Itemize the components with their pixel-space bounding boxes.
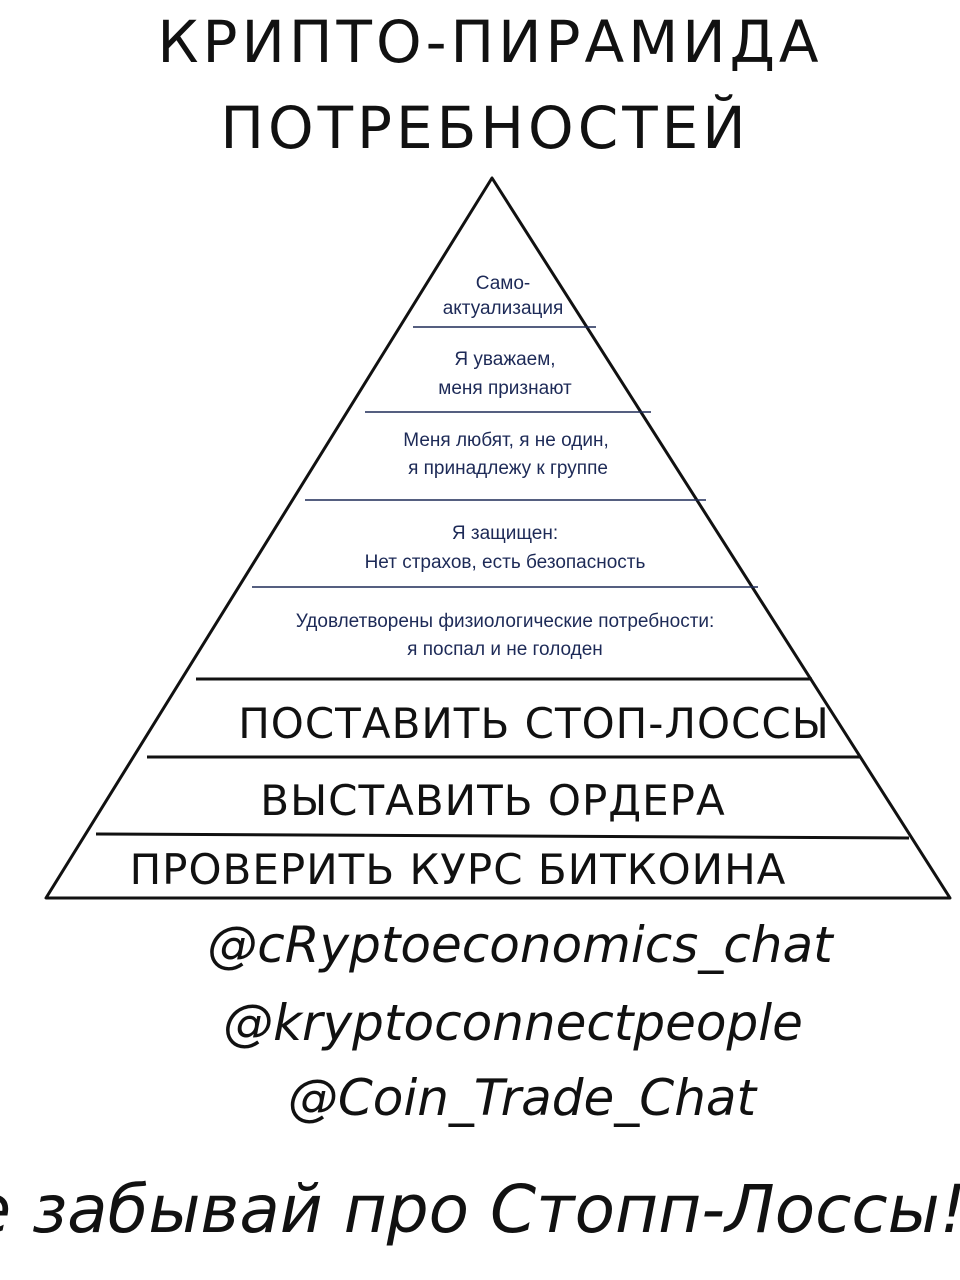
tier-safety-line1: Я защищен: (452, 523, 558, 544)
handle-kryptoconnectpeople: @kryptoconnectpeople (223, 994, 803, 1052)
tier-divider-hand (95, 832, 910, 840)
tier-set-stop-losses: ПОСТАВИТЬ СТОП-ЛОССЫ (238, 699, 830, 748)
slogan: Не забывай про Стопп-Лоссы!!! (0, 1171, 960, 1248)
tier-safety-line2: Нет страхов, есть безопасность (365, 552, 646, 573)
tier-belonging-line2: я принадлежу к группе (408, 458, 608, 479)
tier-esteem-line2: меня признают (438, 378, 572, 399)
title-line-2: ПОТРЕБНОСТЕЙ (220, 93, 749, 162)
tier-physiological-line1: Удовлетворены физиологические потребност… (296, 611, 715, 632)
tier-belonging-line1: Меня любят, я не один, (403, 430, 608, 451)
handle-coin-trade-chat: @Coin_Trade_Chat (288, 1069, 759, 1127)
tier-physiological-line2: я поспал и не голоден (407, 639, 603, 660)
tier-self-actualization-line1: Само- (476, 273, 530, 294)
tier-self-actualization-line2: актуализация (443, 298, 564, 319)
tier-place-orders: ВЫСТАВИТЬ ОРДЕРА (260, 776, 725, 825)
tier-esteem-line1: Я уважаем, (454, 349, 555, 370)
pyramid-outline (44, 176, 952, 900)
handle-cryptoeconomics-chat: @cRyptoeconomics_chat (207, 916, 835, 974)
tier-check-bitcoin-price: ПРОВЕРИТЬ КУРС БИТКОИНА (130, 845, 787, 894)
title-line-1: КРИПТО-ПИРАМИДА (157, 8, 822, 76)
